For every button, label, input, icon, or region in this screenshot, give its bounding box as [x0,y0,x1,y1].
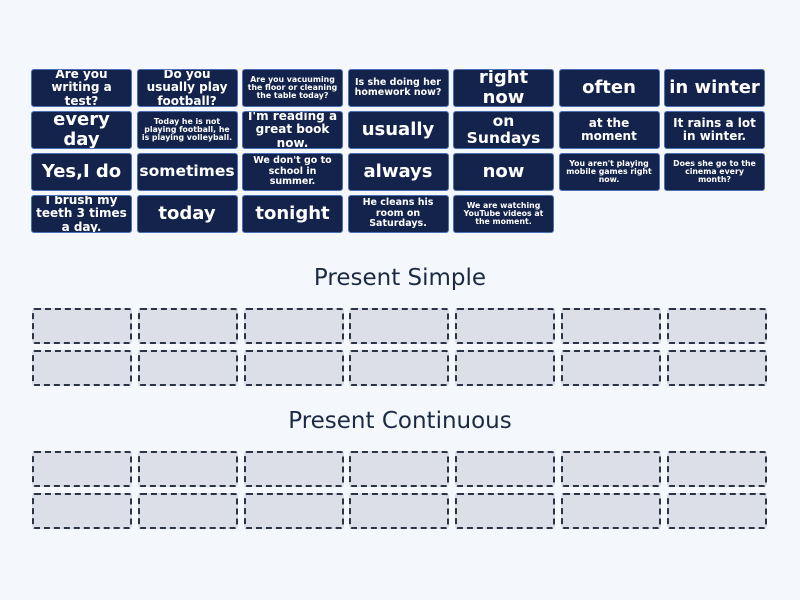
group-title-present-continuous: Present Continuous [288,408,512,434]
draggable-tile[interactable]: I brush my teeth 3 times a day. [31,195,132,233]
present-continuous-drop-area [32,451,767,529]
draggable-tile[interactable]: at the moment [558,111,660,149]
drop-slot[interactable] [560,493,661,529]
drop-slot[interactable] [349,451,450,487]
drop-slot[interactable] [32,493,132,529]
draggable-tile[interactable]: in winter [664,69,765,107]
draggable-tile[interactable]: We are watching YouTube videos at the mo… [453,195,554,233]
drop-slot[interactable] [32,350,132,386]
drop-slot[interactable] [349,308,450,344]
draggable-tile[interactable]: You aren't playing mobile games right no… [558,153,660,191]
drop-slot[interactable] [455,451,556,487]
present-simple-drop-area [32,308,767,386]
draggable-tile[interactable]: Are you writing a test? [31,69,132,107]
draggable-tile[interactable]: Do you usually play football? [136,69,238,107]
draggable-tile[interactable]: often [558,69,660,107]
draggable-tile[interactable]: tonight [242,195,343,233]
drop-slot[interactable] [666,451,767,487]
drop-slot[interactable] [349,350,450,386]
drop-slot[interactable] [560,451,661,487]
drop-slot[interactable] [666,493,767,529]
draggable-tile[interactable]: Does she go to the cinema every month? [664,153,765,191]
draggable-tile[interactable]: Are you vacuuming the floor or cleaning … [242,69,343,107]
draggable-tile[interactable]: Yes,I do [31,153,132,191]
drop-slot[interactable] [137,451,238,487]
drop-slot[interactable] [455,308,556,344]
draggable-tile[interactable]: right now [453,69,554,107]
draggable-tile[interactable]: now [453,153,554,191]
draggable-tile[interactable]: today [136,195,238,233]
draggable-tile[interactable]: Today he is not playing football, he is … [136,111,238,149]
drop-slot[interactable] [560,308,661,344]
drop-slot[interactable] [137,493,238,529]
drop-slot[interactable] [32,451,132,487]
draggable-tile[interactable]: always [347,153,449,191]
drop-slot[interactable] [137,350,238,386]
draggable-tile[interactable]: usually [347,111,449,149]
drop-slot[interactable] [32,308,132,344]
draggable-tile[interactable]: every day [31,111,132,149]
draggable-tile[interactable]: I'm reading a great book now. [242,111,343,149]
draggable-tile[interactable]: We don't go to school in summer. [242,153,343,191]
drop-slot[interactable] [560,350,661,386]
draggable-tile[interactable]: He cleans his room on Saturdays. [347,195,449,233]
drop-slot[interactable] [666,308,767,344]
drop-slot[interactable] [243,451,344,487]
drop-slot[interactable] [243,493,344,529]
group-title-present-simple: Present Simple [313,265,487,291]
draggable-tile[interactable]: sometimes [136,153,238,191]
drop-slot[interactable] [137,308,238,344]
word-tiles-area: Are you writing a test?Do you usually pl… [31,69,765,233]
drop-slot[interactable] [243,350,344,386]
drop-slot[interactable] [455,493,556,529]
drop-slot[interactable] [666,350,767,386]
drop-slot[interactable] [455,350,556,386]
drop-slot[interactable] [349,493,450,529]
drop-slot[interactable] [243,308,344,344]
draggable-tile[interactable]: on Sundays [453,111,554,149]
draggable-tile[interactable]: Is she doing her homework now? [347,69,449,107]
draggable-tile[interactable]: It rains a lot in winter. [664,111,765,149]
